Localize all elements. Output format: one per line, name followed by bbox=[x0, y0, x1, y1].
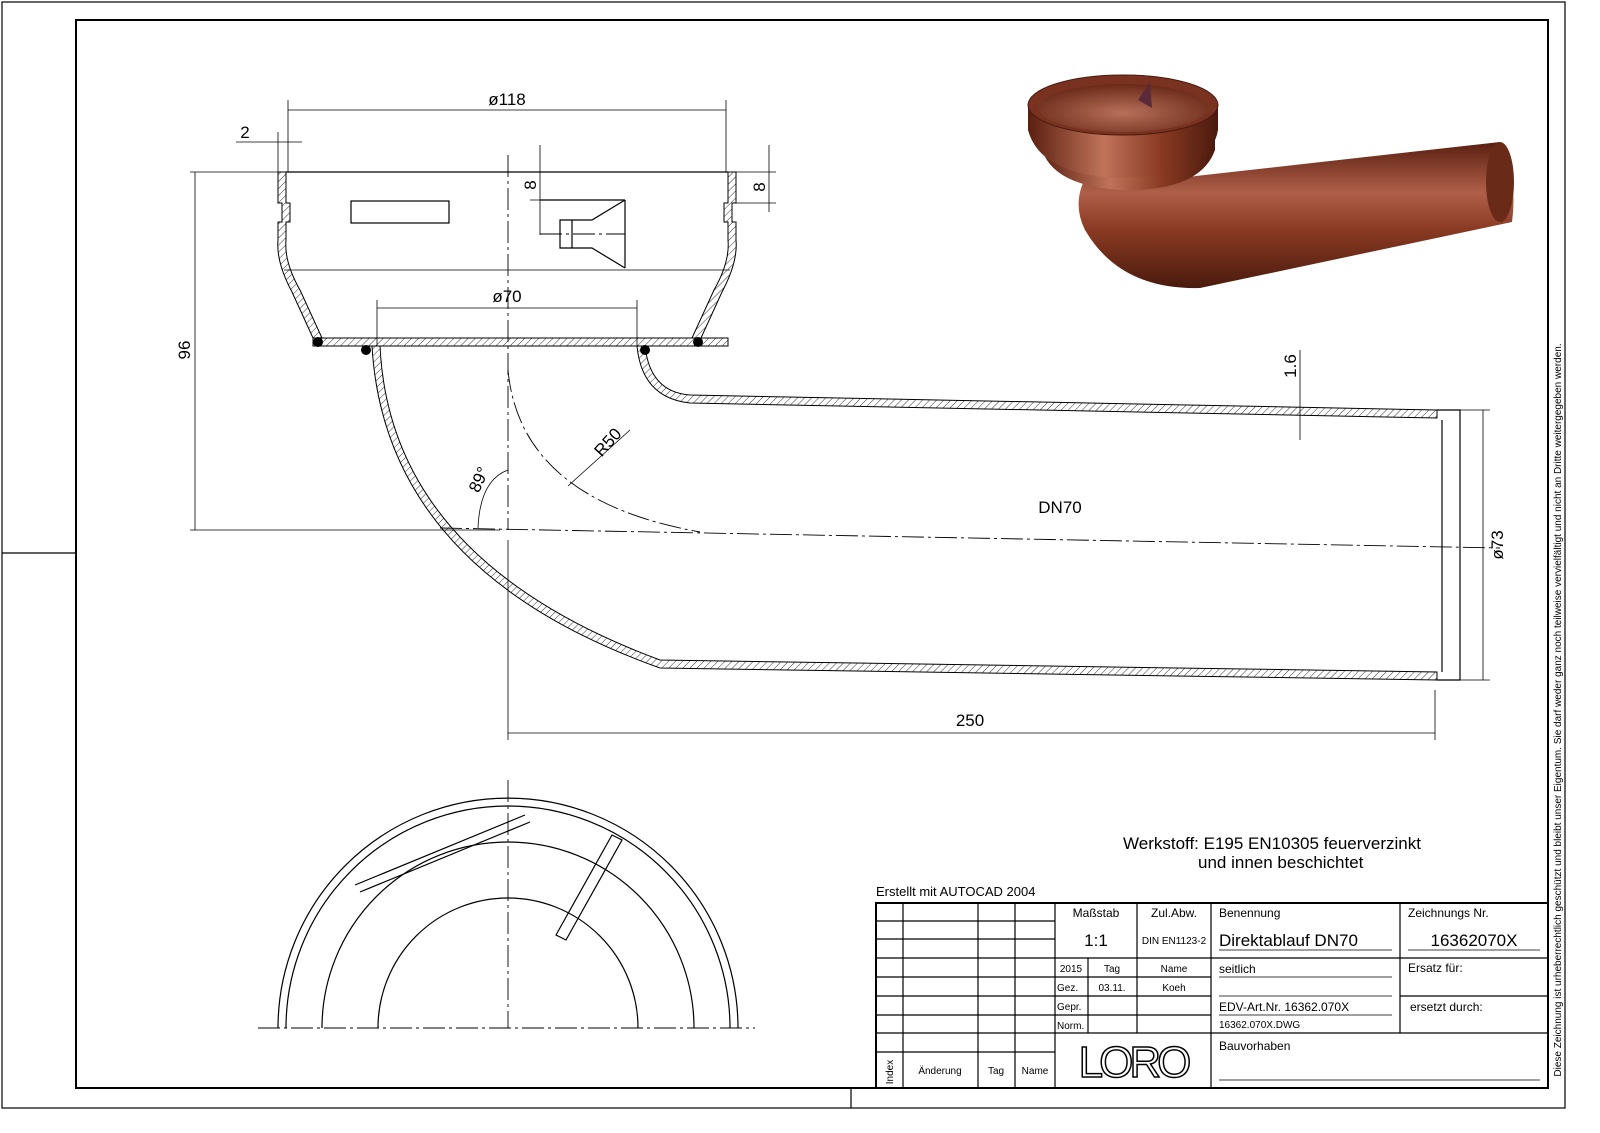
year: 2015 bbox=[1060, 964, 1083, 975]
front-view bbox=[258, 780, 755, 1029]
dim-diameter-70: ø70 bbox=[492, 287, 521, 306]
created-with: Erstellt mit AUTOCAD 2004 bbox=[876, 884, 1035, 899]
replaces-label: Ersatz für: bbox=[1408, 961, 1463, 975]
copyright-note: Diese Zeichnung ist urheberrechtlich ges… bbox=[1553, 343, 1564, 1076]
dim-angle-89: 89° bbox=[465, 464, 493, 495]
title-block bbox=[875, 902, 1549, 1089]
label-dn70: DN70 bbox=[1038, 498, 1081, 517]
name-sub: seitlich bbox=[1219, 962, 1256, 976]
elbow-section-view bbox=[277, 155, 1501, 681]
name-label: Benennung bbox=[1219, 906, 1280, 920]
dim-height-96: 96 bbox=[175, 341, 194, 360]
outer-frame bbox=[1, 1, 1566, 1109]
dim-diameter-73: ø73 bbox=[1488, 530, 1507, 559]
dim-wall-2: 2 bbox=[240, 123, 249, 142]
checked-label: Gepr. bbox=[1057, 1002, 1081, 1013]
inner-frame bbox=[75, 19, 1549, 1089]
drawn-date: 03.11. bbox=[1098, 983, 1125, 994]
product-render bbox=[1027, 74, 1514, 289]
dimension-lines bbox=[190, 100, 1490, 740]
dwg-file: 16362.070X.DWG bbox=[1219, 1020, 1300, 1031]
drawing-no-label: Zeichnungs Nr. bbox=[1408, 906, 1489, 920]
project-label: Bauvorhaben bbox=[1219, 1039, 1290, 1053]
tolerance-value: DIN EN1123-2 bbox=[1142, 936, 1207, 947]
edv-number: EDV-Art.Nr. 16362.070X bbox=[1219, 1000, 1349, 1014]
norm-label: Norm. bbox=[1057, 1021, 1084, 1032]
company-logo: LORO bbox=[1079, 1038, 1190, 1087]
name-value: Direktablauf DN70 bbox=[1219, 931, 1358, 950]
tolerance-label: Zul.Abw. bbox=[1151, 906, 1197, 920]
rev-day-label: Tag bbox=[988, 1066, 1004, 1077]
dim-height-8a: 8 bbox=[521, 180, 540, 189]
drawn-label: Gez. bbox=[1057, 983, 1078, 994]
rev-change-label: Änderung bbox=[918, 1065, 961, 1077]
material-line-1: Werkstoff: E195 EN10305 feuerverzinkt bbox=[1123, 834, 1421, 853]
material-line-2: und innen beschichtet bbox=[1198, 853, 1364, 872]
dim-height-8b: 8 bbox=[750, 182, 769, 191]
dim-length-250: 250 bbox=[956, 711, 984, 730]
replaced-by-label: ersetzt durch: bbox=[1410, 1000, 1483, 1014]
drawing-no-value: 16362070X bbox=[1431, 931, 1518, 950]
dim-diameter-118: ø118 bbox=[488, 90, 526, 109]
dim-wall-16: 1.6 bbox=[1281, 354, 1300, 378]
person-label: Name bbox=[1161, 964, 1188, 975]
drawn-name: Koeh bbox=[1162, 983, 1185, 994]
scale-value: 1:1 bbox=[1084, 931, 1108, 950]
rev-index-label: Index bbox=[885, 1060, 896, 1084]
rev-name-label: Name bbox=[1022, 1066, 1049, 1077]
day-label: Tag bbox=[1104, 964, 1120, 975]
scale-label: Maßstab bbox=[1073, 906, 1120, 920]
dim-radius-50: R50 bbox=[590, 424, 625, 460]
